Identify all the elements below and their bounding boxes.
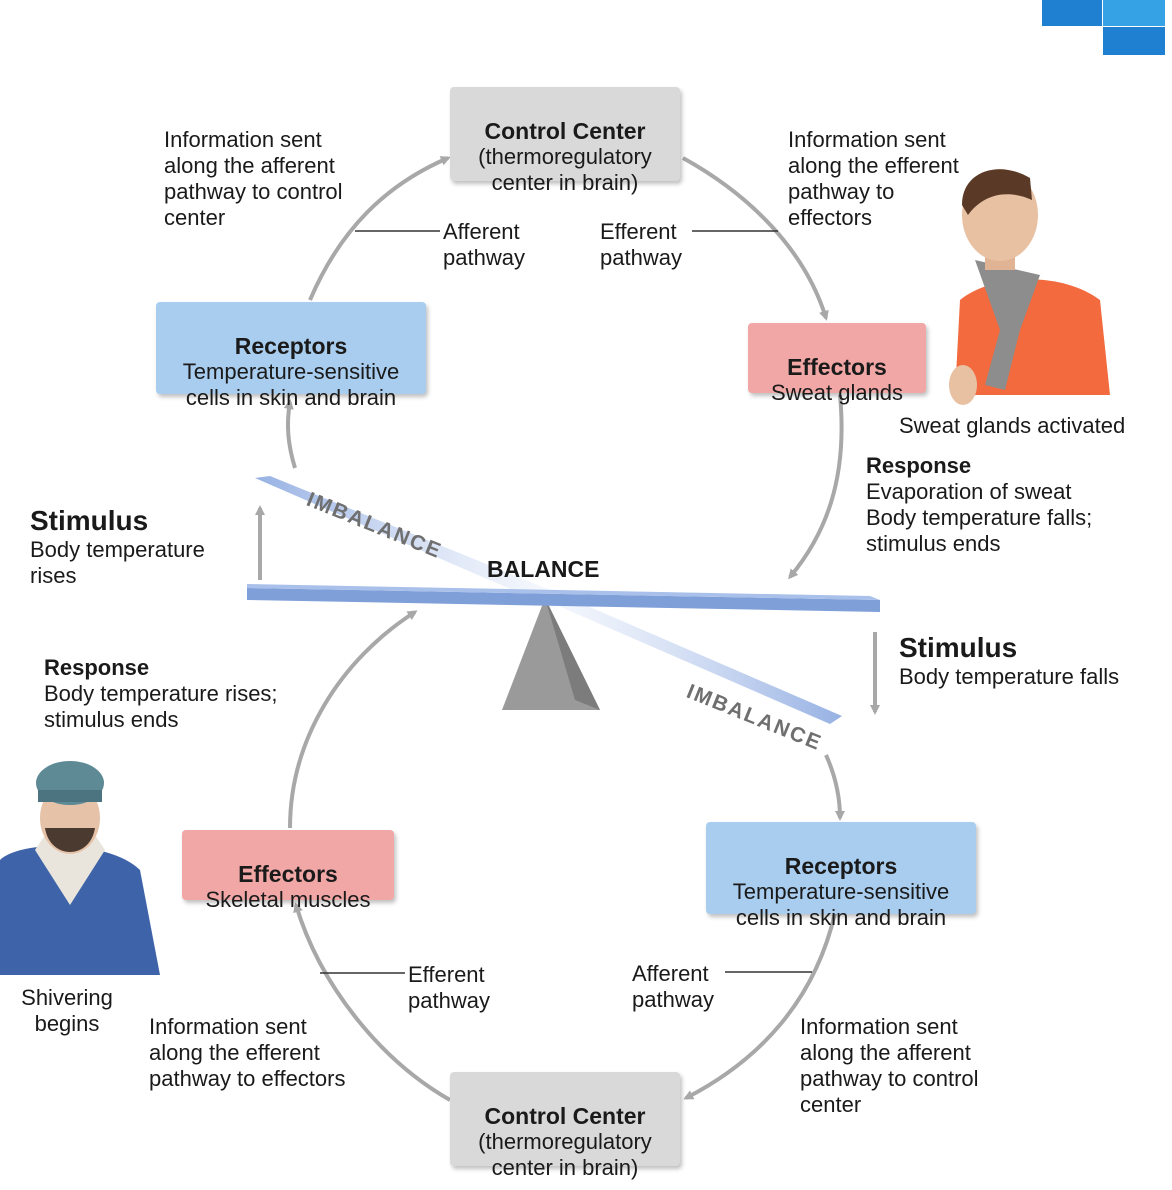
stimulus-top-body: Body temperature rises [30, 537, 205, 588]
stimulus-bottom: Stimulus Body temperature falls [899, 632, 1119, 690]
afferent-pathway-bottom-label: Afferent pathway [632, 961, 714, 1012]
beam-imbalance-top [255, 476, 555, 602]
balance-label: BALANCE [487, 556, 600, 582]
effectors-bottom-title: Effectors [238, 861, 338, 887]
effectors-bottom-body: Skeletal muscles [205, 887, 371, 912]
control-center-bottom-title: Control Center [484, 1103, 646, 1129]
arrow-imbalance-to-receptors-bottom [824, 754, 845, 821]
shivering-person-illustration [0, 761, 160, 975]
stimulus-top-title: Stimulus [30, 505, 149, 536]
receptors-top-body: Temperature-sensitive cells in skin and … [182, 359, 400, 410]
beam-imbalance-bottom [540, 592, 842, 724]
info-bottom-right: Information sent along the afferent path… [800, 1014, 979, 1117]
seesaw [247, 476, 880, 724]
corner-decoration [1042, 0, 1165, 55]
receptors-bottom-title: Receptors [784, 853, 898, 879]
sweat-glands-caption: Sweat glands activated [899, 413, 1126, 438]
arrow-receptors-to-control-bottom [683, 912, 837, 1100]
stimulus-top: Stimulus Body temperature rises [30, 505, 205, 589]
response-bottom: Response Body temperature rises; stimulu… [44, 655, 278, 733]
arrow-receptors-to-control-top [308, 156, 451, 301]
effectors-top-body: Sweat glands [770, 380, 904, 405]
efferent-pathway-bottom-label: Efferent pathway [408, 962, 490, 1013]
shivering-caption: Shivering begins [21, 985, 113, 1036]
arrow-stimulus-to-receptors-top [283, 399, 297, 469]
upper-loop-arrows [283, 156, 844, 580]
sweating-person-illustration [949, 169, 1110, 405]
response-bottom-body: Body temperature rises; stimulus ends [44, 681, 278, 732]
beam-balance [247, 588, 880, 612]
stimulus-arrows [255, 505, 880, 715]
control-center-bottom-body: (thermoregulatory center in brain) [478, 1129, 652, 1180]
arrow-control-to-effectors-bottom [293, 902, 451, 1102]
response-top-title: Response [866, 453, 972, 478]
control-center-top-body: (thermoregulatory center in brain) [478, 144, 652, 195]
pathway-leader-lines [320, 230, 812, 974]
control-center-top-title: Control Center [484, 118, 646, 144]
response-bottom-title: Response [44, 655, 150, 680]
control-center-bottom-box: Control Center(thermoregulatory center i… [450, 1072, 680, 1180]
arrow-effectors-to-balance-bottom [288, 610, 418, 829]
info-top-right: Information sent along the efferent path… [788, 127, 959, 230]
arrow-effectors-to-balance-top [788, 394, 844, 580]
response-top-body: Evaporation of sweat Body temperature fa… [866, 479, 1093, 556]
efferent-pathway-top-label: Efferent pathway [600, 219, 682, 270]
lower-loop-arrows [288, 610, 845, 1102]
receptors-top-title: Receptors [234, 333, 348, 359]
control-center-top-box: Control Center(thermoregulatory center i… [450, 87, 680, 195]
info-top-left: Information sent along the afferent path… [164, 127, 343, 230]
afferent-pathway-top-label: Afferent pathway [443, 219, 525, 270]
info-bottom-left: Information sent along the efferent path… [149, 1014, 346, 1091]
effectors-top-title: Effectors [787, 354, 887, 380]
response-top: Response Evaporation of sweat Body tempe… [866, 453, 1092, 557]
receptors-bottom-body: Temperature-sensitive cells in skin and … [732, 879, 950, 930]
stimulus-bottom-body: Body temperature falls [899, 664, 1120, 689]
stimulus-bottom-title: Stimulus [899, 632, 1018, 663]
arrow-control-to-effectors-top [682, 156, 829, 321]
